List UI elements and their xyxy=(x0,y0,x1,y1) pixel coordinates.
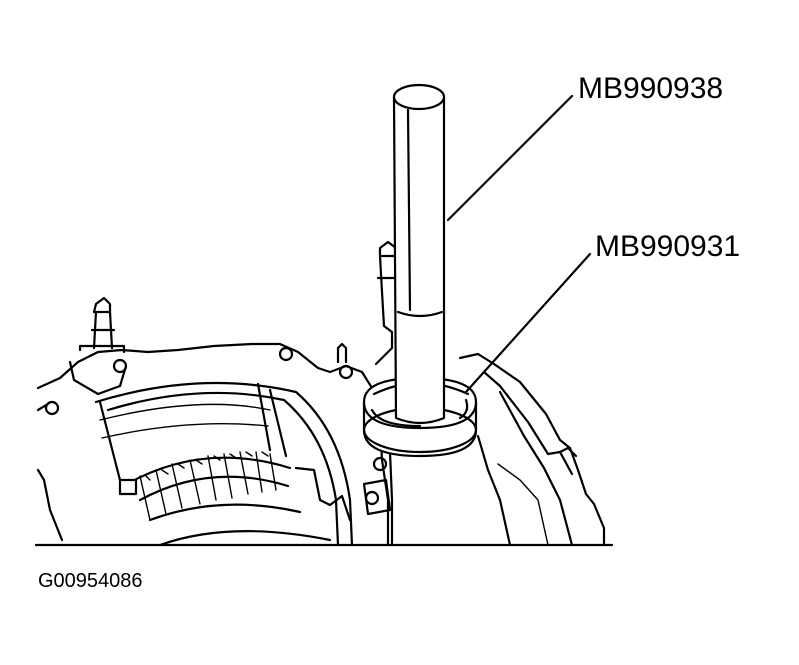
callout-label-tool-1: MB990938 xyxy=(578,72,724,105)
figure-id: G00954086 xyxy=(38,570,143,592)
leader-line-tool-1 xyxy=(446,94,574,222)
leader-line-tool-2 xyxy=(464,252,592,394)
installer-handle xyxy=(392,83,446,425)
callout-label-tool-2: MB990931 xyxy=(595,230,741,263)
transmission-case xyxy=(36,296,390,547)
